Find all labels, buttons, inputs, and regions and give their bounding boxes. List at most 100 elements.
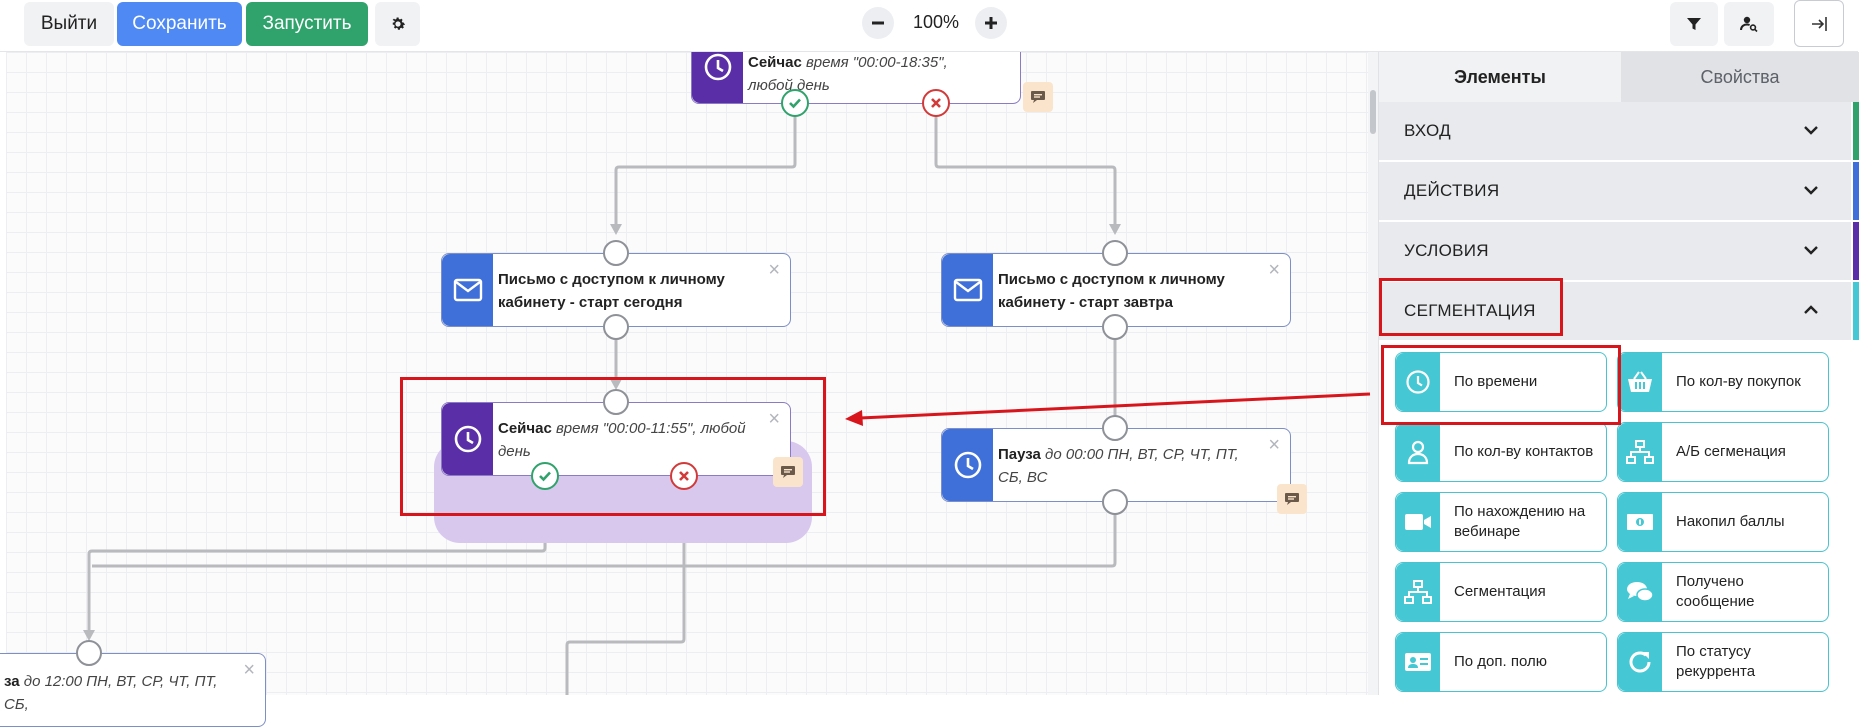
check-icon (539, 471, 551, 482)
sign-out-icon (1812, 16, 1827, 31)
item-label: Накопил баллы (1676, 513, 1785, 530)
output-port[interactable] (603, 314, 629, 340)
item-label: По кол-ву покупок (1676, 373, 1801, 390)
user-search-button[interactable] (1724, 2, 1774, 46)
canvas-scrollbar[interactable] (1368, 52, 1378, 695)
input-port[interactable] (76, 640, 102, 666)
yes-output-port[interactable] (781, 89, 809, 117)
node-text: Сейчас время "00:00-11:55", любой день (498, 417, 762, 463)
node-title: Сейчас (748, 54, 802, 71)
input-port[interactable] (603, 240, 629, 266)
clock-icon (954, 451, 981, 479)
segment-item-points[interactable]: Накопил баллы (1617, 492, 1829, 552)
node-title: Письмо с доступом к личному кабинету - с… (498, 271, 725, 311)
segment-item-extra-field[interactable]: По доп. полю (1395, 632, 1607, 692)
comment-icon[interactable] (1023, 82, 1053, 112)
no-output-port[interactable] (922, 89, 950, 117)
id-card-icon (1405, 653, 1431, 671)
save-button[interactable]: Сохранить (117, 2, 242, 46)
refresh-icon (1629, 651, 1651, 673)
node-text: Пауза до 00:00 ПН, ВТ, СР, ЧТ, ПТ, СБ, В… (998, 443, 1262, 489)
item-label: Получено сообщение (1676, 573, 1755, 610)
tab-elements[interactable]: Элементы (1379, 52, 1621, 102)
user-search-icon (1740, 16, 1758, 33)
node-detail: время "00:00-18:35", любой день (748, 54, 948, 94)
run-button[interactable]: Запустить (246, 2, 368, 46)
node-title: Сейчас (498, 420, 552, 437)
node-detail: время "00:00-11:55", любой день (498, 420, 746, 460)
video-camera-icon (1405, 514, 1431, 530)
segment-item-ab[interactable]: А/Б сегменация (1617, 422, 1829, 482)
chevron-down-icon (1804, 246, 1818, 255)
segment-item-recurrent[interactable]: По статусу рекуррента (1617, 632, 1829, 692)
section-color-stripe (1853, 282, 1859, 340)
segment-item-message[interactable]: Получено сообщение (1617, 562, 1829, 622)
section-entry[interactable]: ВХОД (1379, 102, 1859, 160)
envelope-icon (953, 278, 982, 302)
exit-button[interactable]: Выйти (24, 2, 114, 46)
node-icon (442, 254, 493, 326)
output-port[interactable] (1102, 314, 1128, 340)
node-text: Сейчас время "00:00-18:35", любой день (748, 51, 992, 97)
item-label: По кол-ву контактов (1454, 443, 1594, 460)
chevron-down-icon (1804, 126, 1818, 135)
pause-node-left[interactable]: за до 12:00 ПН, ВТ, СР, ЧТ, ПТ, СБ, × (0, 653, 266, 727)
comment-icon[interactable] (773, 457, 803, 487)
zoom-in-button[interactable] (975, 7, 1007, 39)
close-icon[interactable]: × (1268, 259, 1280, 281)
condition-node-selected[interactable]: Сейчас время "00:00-11:55", любой день × (441, 402, 791, 476)
elements-panel: Элементы Свойства ВХОД ДЕЙСТВИЯ УСЛОВИЯ … (1378, 52, 1859, 695)
section-conditions[interactable]: УСЛОВИЯ (1379, 222, 1859, 280)
input-port[interactable] (603, 389, 629, 415)
flow-canvas[interactable]: Сейчас время "00:00-18:35", любой день ×… (0, 30, 1368, 727)
cross-icon (679, 471, 689, 481)
input-port[interactable] (1102, 240, 1128, 266)
chat-bubbles-icon (1627, 582, 1654, 602)
section-label: ВХОД (1404, 121, 1451, 140)
node-title: за (4, 673, 20, 690)
close-icon[interactable]: × (243, 659, 255, 681)
canvas-scrollbar-thumb[interactable] (1370, 90, 1376, 134)
input-port[interactable] (1102, 415, 1128, 441)
segment-item-by-purchases[interactable]: По кол-ву покупок (1617, 352, 1829, 412)
tab-properties[interactable]: Свойства (1621, 52, 1859, 102)
yes-output-port[interactable] (531, 462, 559, 490)
section-color-stripe (1853, 162, 1859, 220)
chevron-up-icon (1804, 305, 1818, 314)
plus-icon (985, 17, 997, 29)
top-toolbar: Выйти Сохранить Запустить 100% (0, 0, 1858, 52)
envelope-icon (453, 278, 482, 302)
item-label: А/Б сегменация (1676, 443, 1786, 460)
comment-icon[interactable] (1277, 484, 1307, 514)
output-port[interactable] (1102, 489, 1128, 515)
node-text: Письмо с доступом к личному кабинету - с… (498, 268, 762, 314)
close-icon[interactable]: × (768, 259, 780, 281)
section-segmentation[interactable]: СЕГМЕНТАЦИЯ (1379, 282, 1859, 340)
collapse-panel-button[interactable] (1794, 0, 1844, 47)
segment-item-segmentation[interactable]: Сегментация (1395, 562, 1607, 622)
segment-item-webinar[interactable]: По нахождению на вебинаре (1395, 492, 1607, 552)
node-icon (942, 254, 993, 326)
section-color-stripe (1853, 222, 1859, 280)
filter-button[interactable] (1670, 2, 1718, 46)
no-output-port[interactable] (670, 462, 698, 490)
close-icon[interactable]: × (768, 408, 780, 430)
person-icon (1407, 440, 1429, 465)
settings-button[interactable] (375, 2, 420, 46)
segment-item-by-time[interactable]: По времени (1395, 352, 1607, 412)
basket-icon (1628, 371, 1652, 392)
close-icon[interactable]: × (1268, 434, 1280, 456)
section-actions[interactable]: ДЕЙСТВИЯ (1379, 162, 1859, 220)
cross-icon (931, 98, 941, 108)
node-detail: до 12:00 ПН, ВТ, СР, ЧТ, ПТ, СБ, (4, 673, 218, 713)
node-icon (442, 403, 493, 475)
hierarchy-icon (1626, 440, 1654, 464)
zoom-out-button[interactable] (862, 7, 894, 39)
pause-node-right[interactable]: Пауза до 00:00 ПН, ВТ, СР, ЧТ, ПТ, СБ, В… (941, 428, 1291, 502)
item-label: По времени (1454, 373, 1538, 390)
item-label: По доп. полю (1454, 653, 1547, 670)
segment-item-by-contacts[interactable]: По кол-ву контактов (1395, 422, 1607, 482)
chevron-down-icon (1804, 186, 1818, 195)
sitemap-icon (1404, 580, 1432, 604)
